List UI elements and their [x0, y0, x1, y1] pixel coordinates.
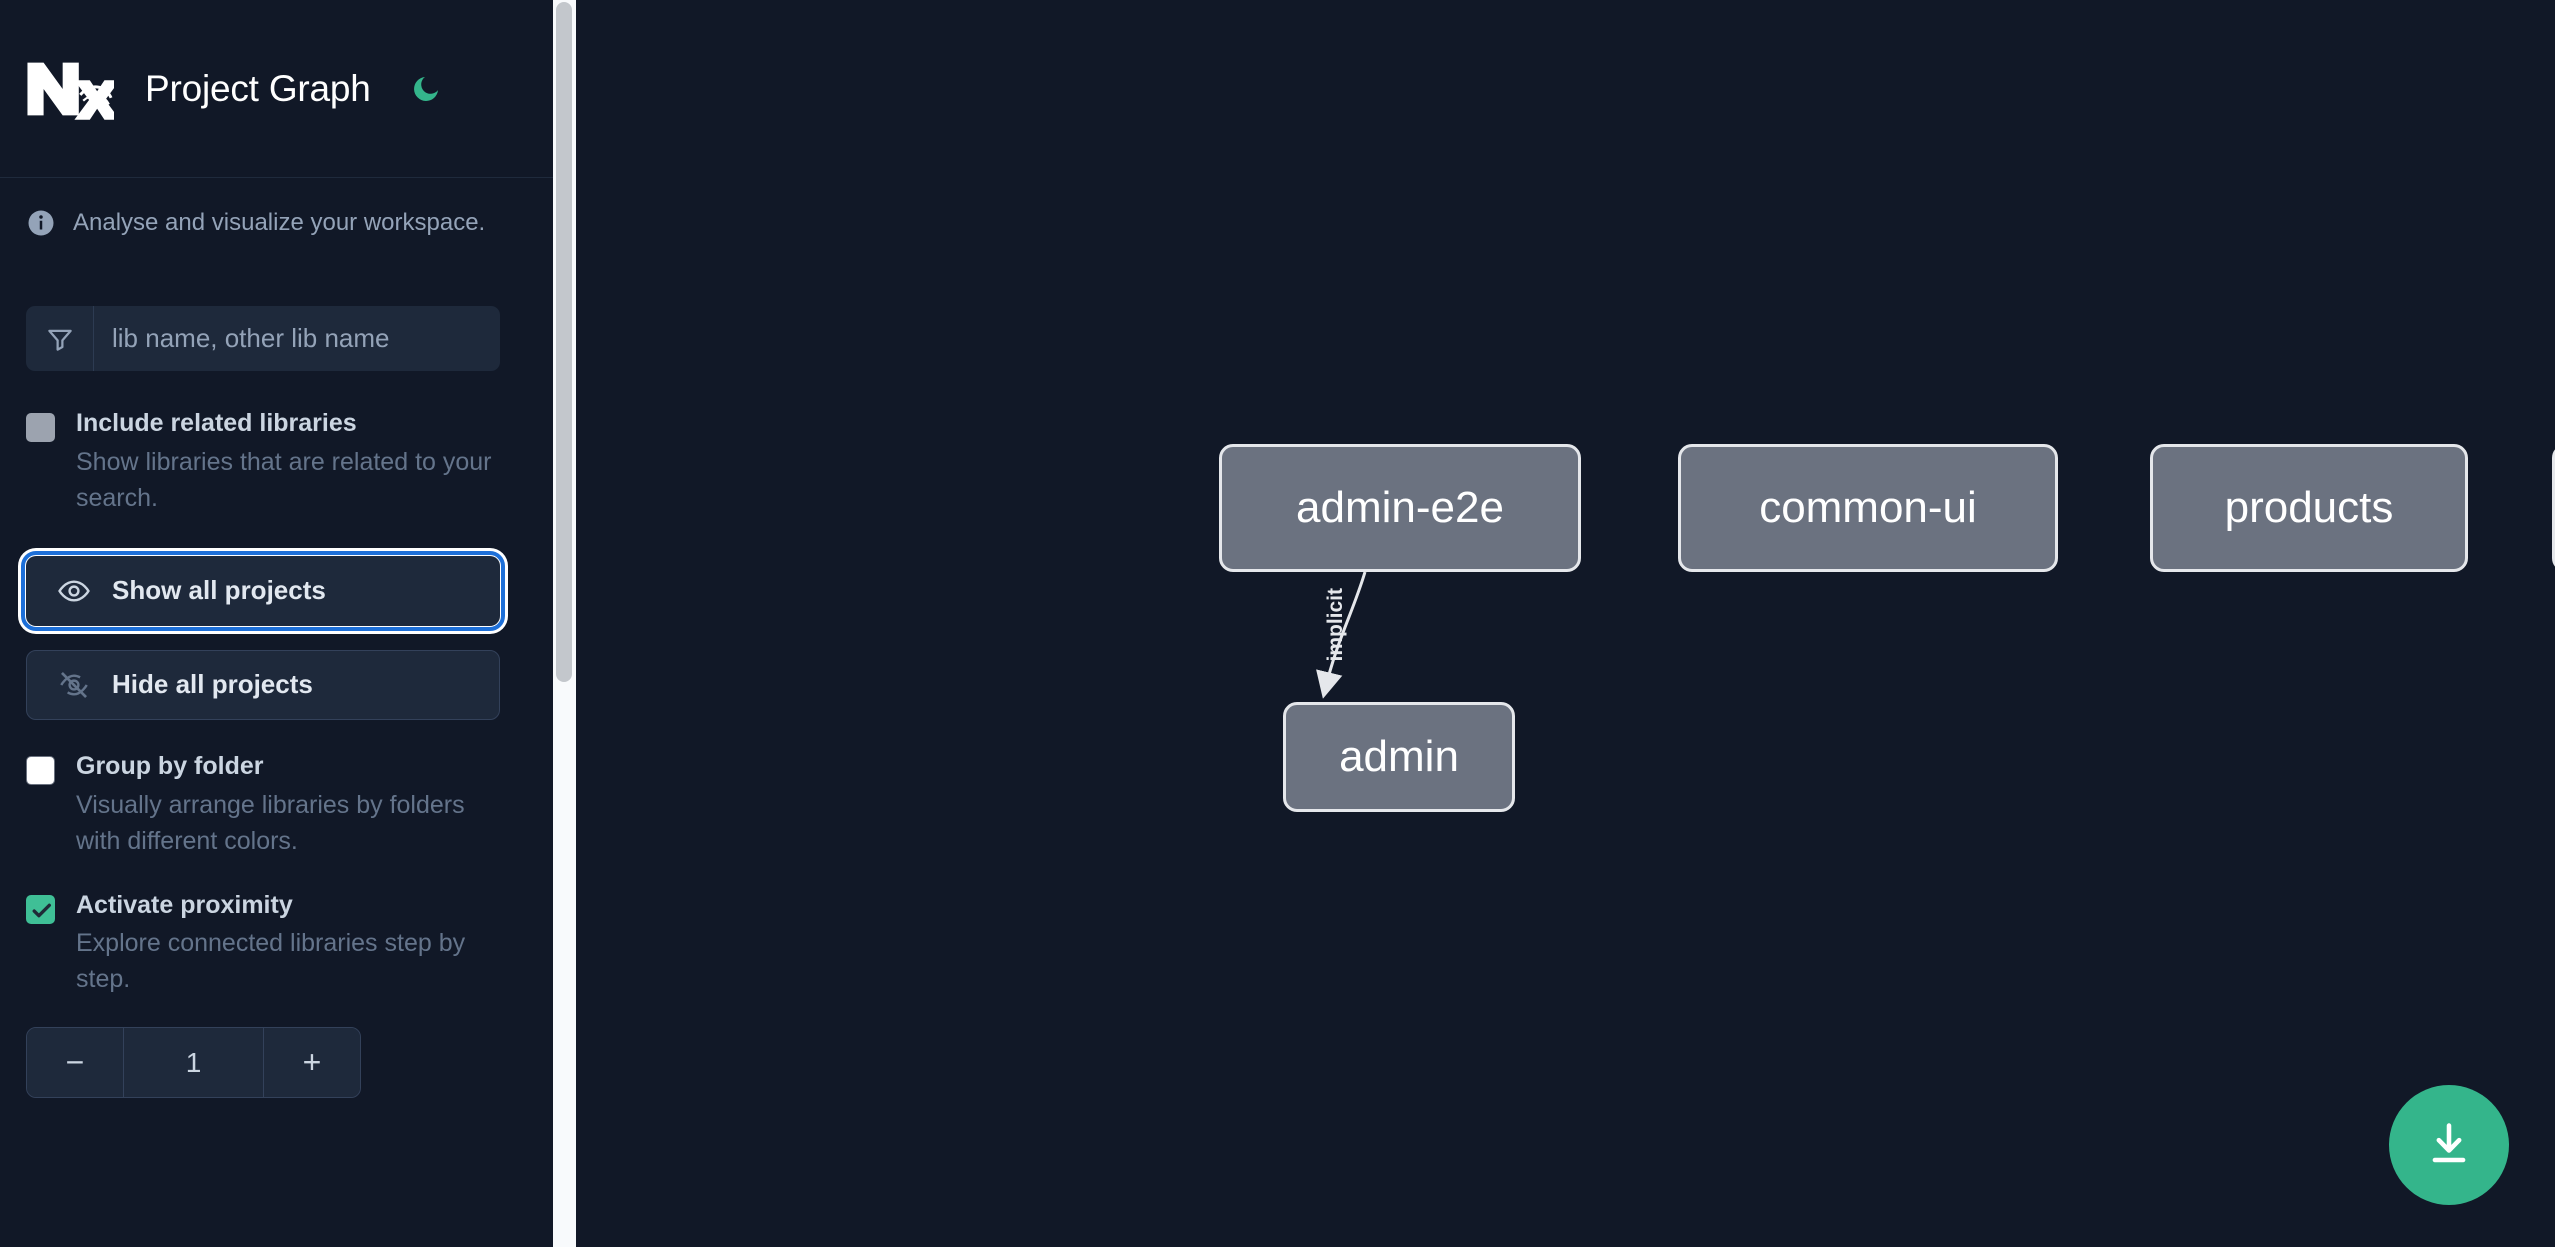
- option-include-related-libraries[interactable]: Include related libraries Show libraries…: [0, 407, 553, 516]
- option-title: Group by folder: [76, 751, 264, 780]
- hide-all-projects-button[interactable]: Hide all projects: [26, 649, 500, 720]
- stepper-divider-right: [263, 1028, 264, 1098]
- option-description: Show libraries that are related to your …: [76, 447, 492, 512]
- graph-node-products[interactable]: products: [2150, 444, 2468, 572]
- nx-logo-icon: [26, 58, 120, 120]
- graph-edges: [1316, 571, 1367, 699]
- graph-canvas[interactable]: implicit implicit admin-e2e common-ui pr…: [553, 0, 2555, 1247]
- option-description: Explore connected libraries step by step…: [76, 929, 466, 994]
- graph-node-common-ui[interactable]: common-ui: [1678, 444, 2058, 572]
- download-icon: [2423, 1118, 2475, 1173]
- edge-label-admin-implicit: implicit: [1324, 588, 1347, 662]
- download-button[interactable]: [2389, 1085, 2509, 1205]
- projects-button-group: Show all projects Hide all projects: [0, 550, 553, 720]
- proximity-increment-button[interactable]: +: [264, 1028, 360, 1098]
- hide-all-projects-label: Hide all projects: [112, 669, 313, 700]
- show-all-projects-button[interactable]: Show all projects: [21, 550, 505, 631]
- search-box[interactable]: [26, 306, 500, 371]
- show-all-projects-label: Show all projects: [112, 575, 326, 606]
- proximity-decrement-button[interactable]: −: [27, 1028, 123, 1098]
- eye-icon: [57, 574, 91, 608]
- option-title: Activate proximity: [76, 890, 293, 919]
- sidebar-scrollbar-thumb[interactable]: [556, 2, 572, 682]
- group-by-folder-checkbox[interactable]: [26, 755, 55, 785]
- search-input[interactable]: [94, 306, 500, 371]
- workspace-description: Analyse and visualize your workspace.: [0, 178, 553, 268]
- option-title: Include related libraries: [76, 409, 357, 437]
- graph-node-admin[interactable]: admin: [1283, 702, 1515, 812]
- include-related-libraries-checkbox[interactable]: [26, 413, 55, 442]
- info-icon: [26, 208, 56, 238]
- option-activate-proximity[interactable]: Activate proximity Explore connected lib…: [0, 889, 553, 998]
- option-group-by-folder[interactable]: Group by folder Visually arrange librari…: [0, 750, 553, 859]
- theme-toggle-moon-icon[interactable]: [405, 68, 447, 110]
- filter-icon: [26, 306, 94, 371]
- activate-proximity-checkbox[interactable]: [26, 894, 55, 924]
- workspace-description-text: Analyse and visualize your workspace.: [73, 209, 486, 236]
- sidebar: Project Graph Analyse and visualize your…: [0, 0, 553, 1247]
- sidebar-header: Project Graph: [0, 0, 553, 178]
- option-description: Visually arrange libraries by folders wi…: [76, 790, 465, 855]
- proximity-stepper[interactable]: − 1 +: [26, 1027, 361, 1099]
- stepper-divider-left: [123, 1028, 124, 1098]
- graph-node-admin-e2e[interactable]: admin-e2e: [1219, 444, 1581, 572]
- page-title: Project Graph: [145, 67, 371, 109]
- proximity-value: 1: [185, 1046, 202, 1078]
- search-section: [0, 268, 553, 371]
- proximity-stepper-wrap: − 1 +: [0, 1027, 553, 1099]
- eye-off-icon: [57, 668, 91, 702]
